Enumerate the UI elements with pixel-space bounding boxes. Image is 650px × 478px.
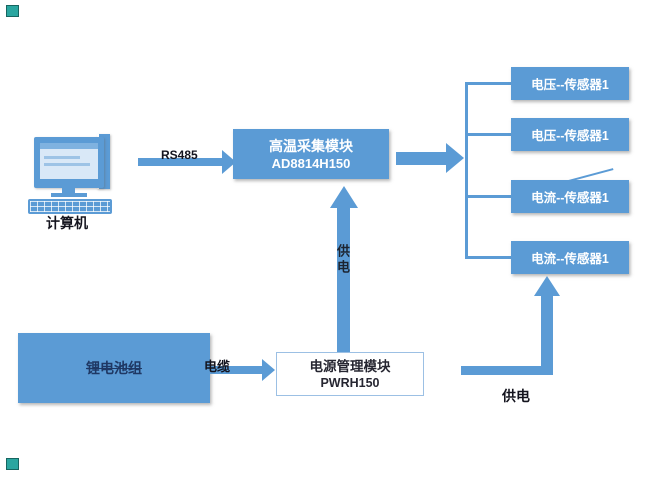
sensor-box-current-1: 电流--传感器1 [511, 180, 629, 213]
battery-box: 锂电池组 [18, 333, 210, 403]
sensor-box-current-2: 电流--传感器1 [511, 241, 629, 274]
sensor-bracket-stub [465, 256, 511, 259]
power-supply-vertical-label: 供电 [335, 244, 350, 276]
acquisition-module-box: 高温采集模块 AD8814H150 [233, 129, 389, 179]
module-to-sensors-arrow-head [446, 143, 464, 173]
monitor-stand-base [51, 193, 87, 197]
sensor-box-voltage-2: 电压--传感器1 [511, 118, 629, 151]
battery-label: 锂电池组 [86, 360, 142, 376]
rs485-arrow-head [222, 150, 236, 174]
monitor-screen-titlebar [40, 143, 98, 149]
sensor-power-arrow-head [534, 276, 560, 296]
power-supply-arrow-shaft [337, 208, 350, 352]
power-supply-arrow-head [330, 186, 358, 208]
sensor-power-label: 供电 [502, 388, 530, 404]
monitor-stand [62, 188, 75, 194]
power-module-box: 电源管理模块 PWRH150 [276, 352, 424, 396]
sensor-box-voltage-1: 电压--传感器1 [511, 67, 629, 100]
cable-arrow-shaft [210, 366, 262, 374]
keyboard-keys [30, 201, 110, 212]
sensor-bracket-line [465, 82, 468, 259]
module-to-sensors-arrow-shaft [396, 152, 446, 165]
monitor-screen-line [44, 163, 90, 166]
acquisition-module-model: AD8814H150 [271, 155, 351, 171]
sensor-bracket-stub [465, 133, 511, 136]
keyboard-icon [28, 199, 112, 214]
acquisition-module-title: 高温采集模块 [269, 137, 353, 154]
monitor-screen-line [44, 156, 80, 159]
rs485-arrow-shaft [138, 158, 222, 166]
cable-label: 电缆 [204, 359, 231, 374]
rs485-label: RS485 [161, 148, 198, 162]
monitor-screen [40, 143, 98, 179]
sensor-bracket-stub [465, 195, 511, 198]
sensor-power-arrow-vertical [541, 296, 553, 375]
selection-handle-bottom-left [6, 458, 19, 470]
power-module-model: PWRH150 [320, 375, 380, 390]
power-module-title: 电源管理模块 [309, 358, 391, 374]
sensor-bracket-stub [465, 82, 511, 85]
sensor-power-arrow-horizontal [461, 366, 553, 375]
selection-handle-top-left [6, 5, 19, 17]
computer-label: 计算机 [46, 215, 88, 231]
cable-arrow-head [262, 359, 275, 381]
